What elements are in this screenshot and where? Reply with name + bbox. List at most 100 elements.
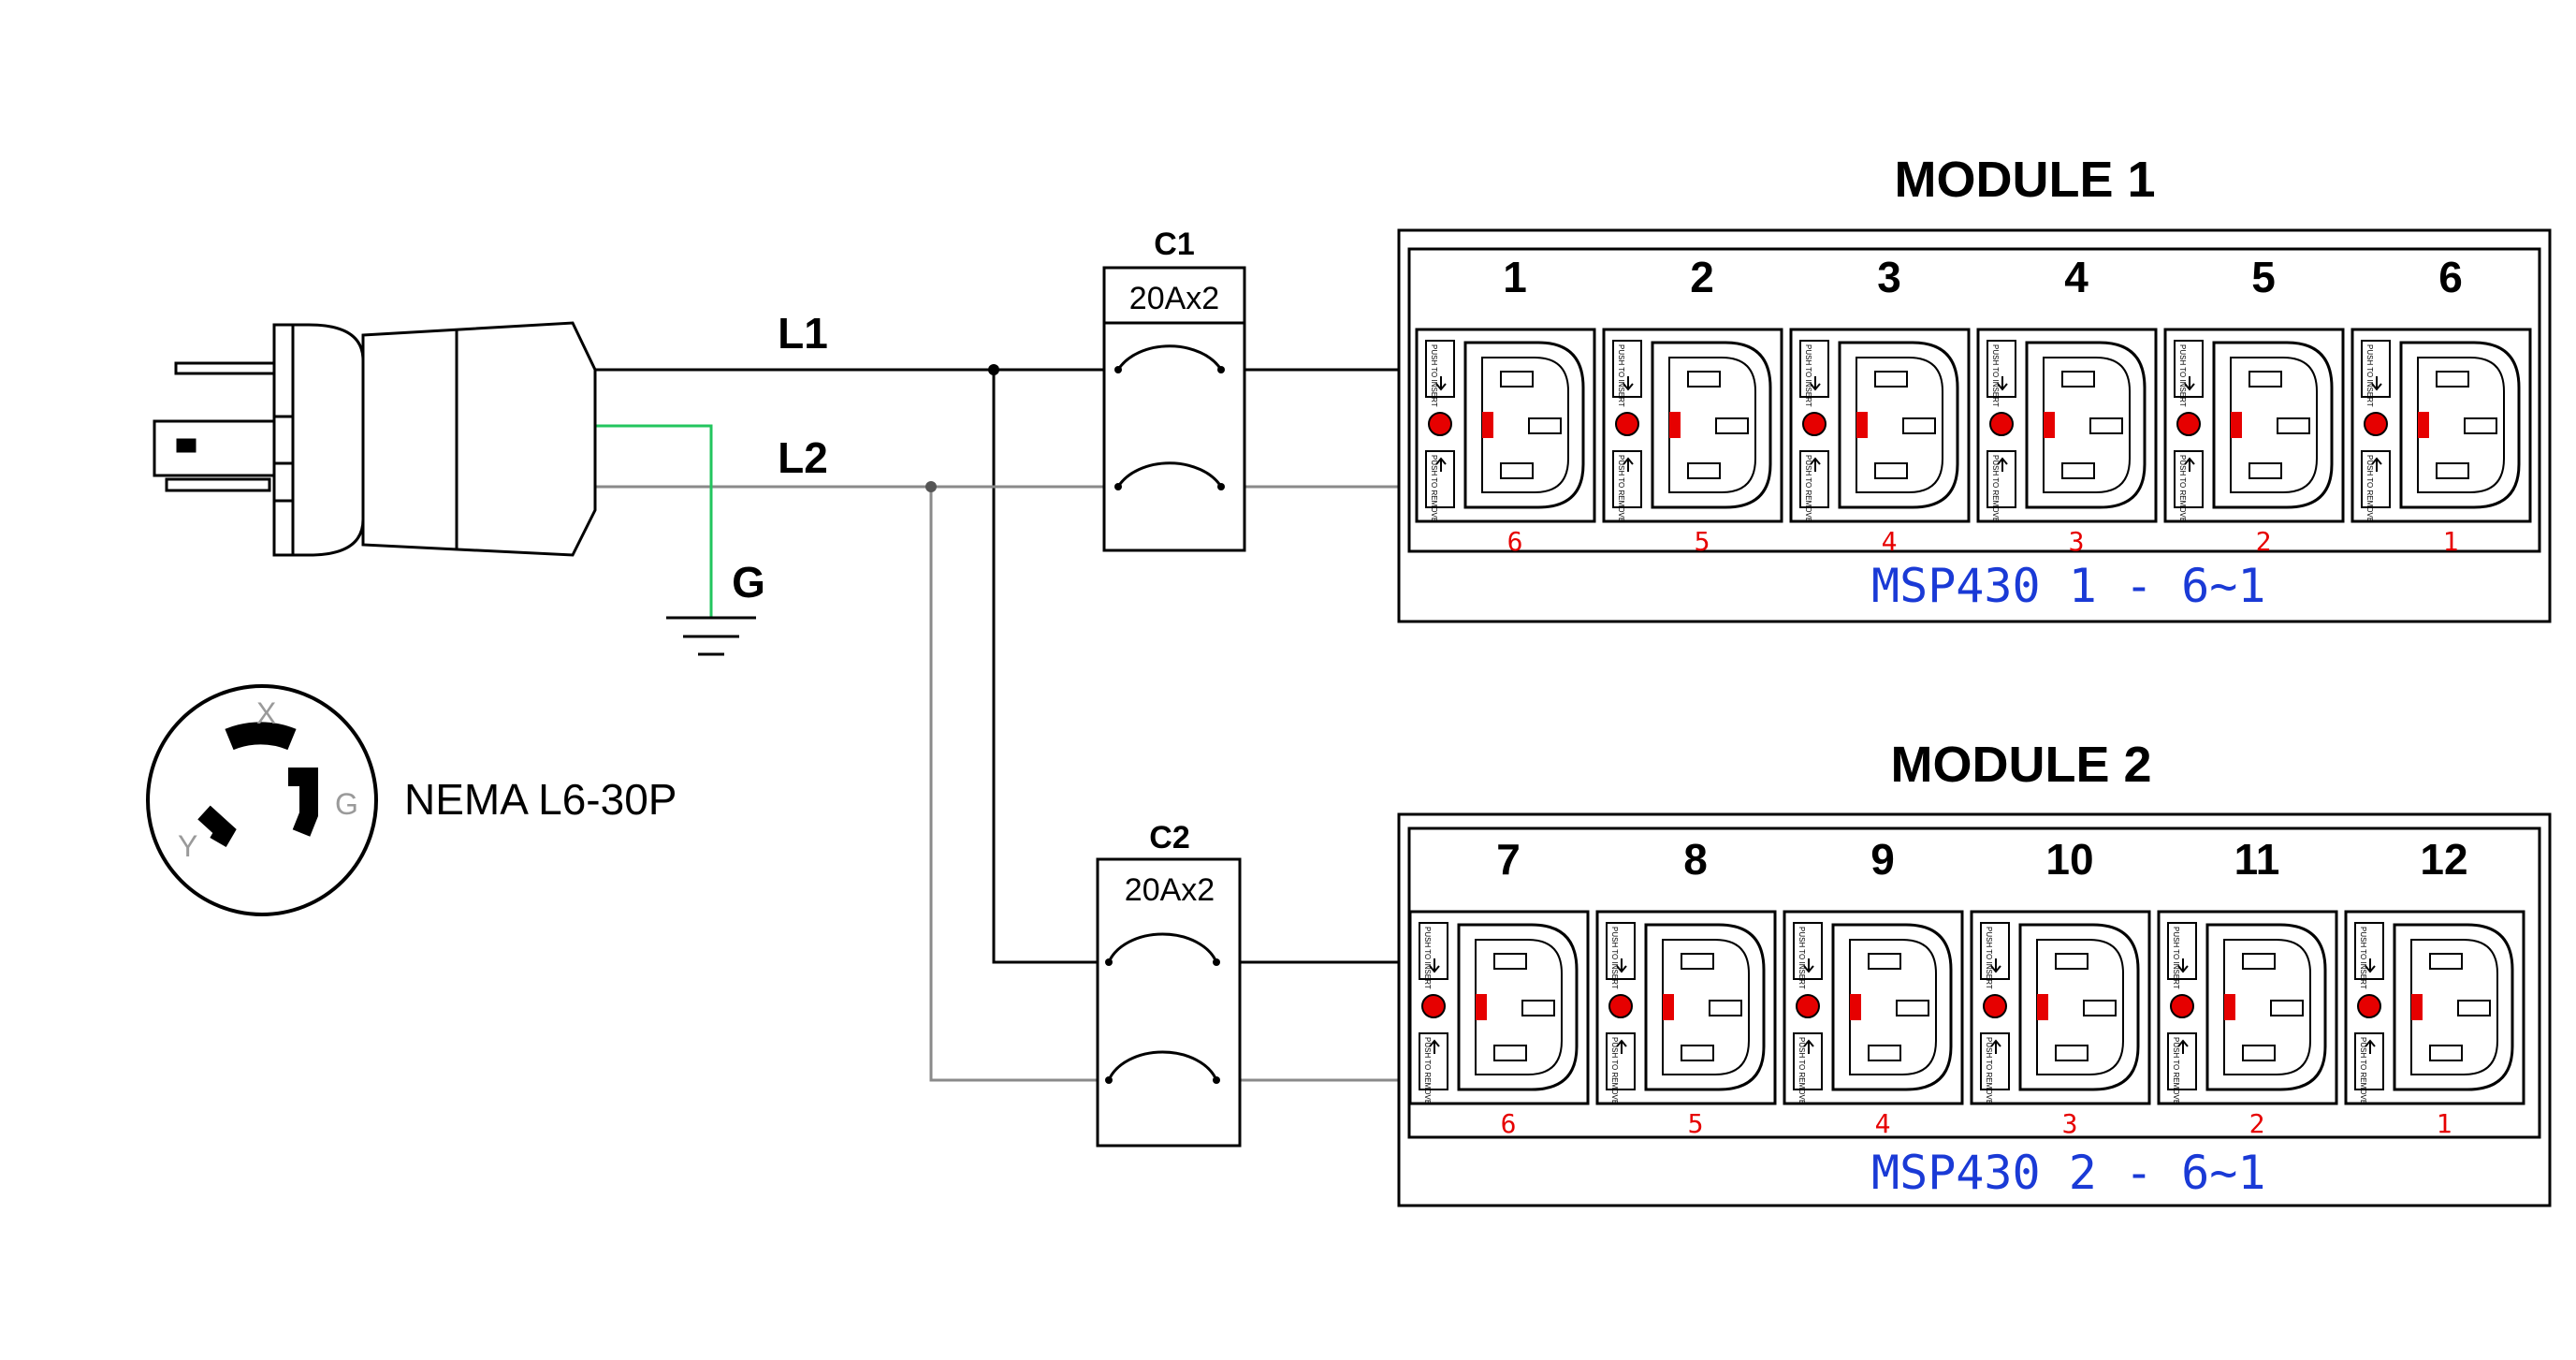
arrow-up-icon <box>1429 1039 1440 1054</box>
socket-slot <box>2055 953 2088 970</box>
c13-socket <box>1651 341 1772 509</box>
socket-slot <box>2277 417 2310 434</box>
indicator-led <box>1796 994 1820 1018</box>
push-to-remove-text: PUSH TO REMOVE <box>2172 1037 2180 1104</box>
outlet-number: 1 <box>1503 253 1527 301</box>
module-1-label: MSP430 1 - 6~1 <box>1871 559 2265 613</box>
socket-slot <box>2429 953 2463 970</box>
l1-junction-dot <box>988 364 999 375</box>
red-marker <box>1856 412 1868 438</box>
outlet-number: 3 <box>1877 253 1901 301</box>
module-1-title: MODULE 1 <box>1894 152 2155 208</box>
outlet-number: 5 <box>2251 253 2276 301</box>
push-to-remove-text: PUSH TO REMOVE <box>2359 1037 2367 1104</box>
socket-slot <box>2061 371 2095 388</box>
socket-slot <box>1500 462 1534 479</box>
arrow-down-icon <box>2365 958 2376 973</box>
red-marker <box>2418 412 2429 438</box>
push-to-insert-text: PUSH TO INSERT <box>2359 927 2367 989</box>
push-to-remove-text: PUSH TO REMOVE <box>1804 455 1812 522</box>
push-to-remove-text: PUSH TO REMOVE <box>2365 455 2374 522</box>
indicator-led <box>2357 994 2381 1018</box>
push-to-remove-text: PUSH TO REMOVE <box>1985 1037 1993 1104</box>
c13-socket <box>1457 923 1579 1091</box>
c13-socket <box>2025 341 2147 509</box>
outlet-number: 2 <box>1690 253 1714 301</box>
breaker-c1-name: C1 <box>1154 227 1194 262</box>
socket-slot <box>2249 371 2282 388</box>
push-to-remove-tab <box>1425 450 1455 508</box>
module-2-label: MSP430 2 - 6~1 <box>1871 1146 2265 1200</box>
arrow-up-icon <box>1997 457 2008 472</box>
arrow-down-icon <box>1616 958 1627 973</box>
socket-slot <box>1681 1045 1714 1061</box>
socket-slot <box>2464 417 2497 434</box>
socket-slot <box>2242 953 2276 970</box>
pin-g-label: G <box>335 787 358 821</box>
socket-slot <box>1868 953 1901 970</box>
red-marker <box>2411 994 2423 1020</box>
arrow-up-icon <box>1435 457 1447 472</box>
outlet-number: 8 <box>1683 835 1708 884</box>
socket-slot <box>2249 462 2282 479</box>
arrow-up-icon <box>2365 1039 2376 1054</box>
arrow-up-icon <box>1990 1039 2001 1054</box>
breaker-c2-rating: 20Ax2 <box>1125 872 1215 908</box>
outlet-number: 12 <box>2420 835 2467 884</box>
indicator-led <box>1615 412 1639 436</box>
indicator-led <box>2170 994 2194 1018</box>
breaker-c1-rating: 20Ax2 <box>1129 281 1219 316</box>
outlet-subnumber: 3 <box>2062 1108 2078 1139</box>
push-to-remove-text: PUSH TO REMOVE <box>2178 455 2187 522</box>
c13-socket <box>1463 341 1585 509</box>
breaker-c1: C1 20Ax2 <box>1102 227 1246 552</box>
pin-y-blade <box>197 805 237 848</box>
socket-slot <box>1902 417 1936 434</box>
socket-slot <box>2436 371 2469 388</box>
push-to-insert-text: PUSH TO INSERT <box>2172 927 2180 989</box>
red-marker <box>2037 994 2048 1020</box>
socket-slot <box>1715 417 1749 434</box>
ground-wire <box>595 424 713 618</box>
arrow-down-icon <box>2371 376 2382 391</box>
push-to-insert-text: PUSH TO INSERT <box>1423 927 1432 989</box>
socket-slot <box>2089 417 2123 434</box>
socket-slot <box>1493 953 1527 970</box>
breaker-c2-name: C2 <box>1149 820 1189 855</box>
push-to-remove-tab <box>1980 1032 2010 1090</box>
red-marker <box>1669 412 1681 438</box>
arrow-down-icon <box>1435 376 1447 391</box>
ground-symbol <box>666 616 756 656</box>
socket-slot <box>1709 1000 1742 1016</box>
indicator-led <box>1421 994 1446 1018</box>
module-2-title: MODULE 2 <box>1890 737 2151 793</box>
arrow-up-icon <box>2184 457 2195 472</box>
indicator-led <box>2176 412 2201 436</box>
outlet-number: 6 <box>2438 253 2463 301</box>
socket-slot <box>2429 1045 2463 1061</box>
l2-branch-wire <box>929 487 1109 1082</box>
socket-slot <box>1874 371 1908 388</box>
l2-junction-dot <box>925 481 937 492</box>
push-to-insert-text: PUSH TO INSERT <box>1991 344 2000 407</box>
red-marker <box>1850 994 1861 1020</box>
c13-socket <box>2212 341 2334 509</box>
pin-y-label: Y <box>178 829 197 863</box>
outlet-number: 7 <box>1496 835 1521 884</box>
push-to-insert-tab <box>1793 922 1823 980</box>
c13-socket <box>2399 341 2521 509</box>
outlet-subnumber: 5 <box>1695 526 1710 557</box>
push-to-remove-text: PUSH TO REMOVE <box>1423 1037 1432 1104</box>
socket-slot <box>1687 462 1721 479</box>
